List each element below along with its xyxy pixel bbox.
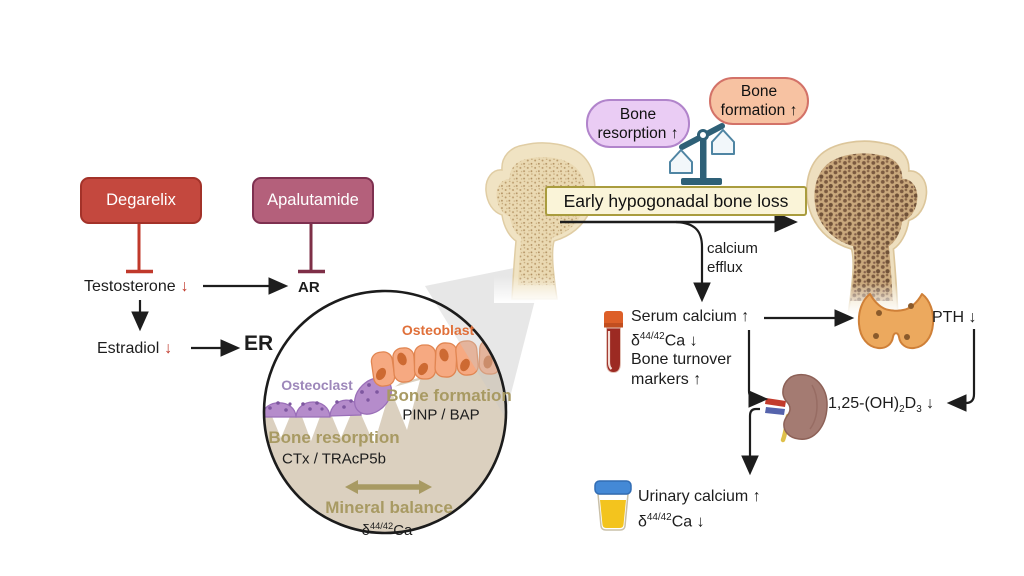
formation-markers-label: PINP / BAP bbox=[402, 406, 480, 424]
serum-isotope-line: δ44/42Ca ↓ bbox=[631, 330, 698, 349]
urinary-isotope-line: δ44/42Ca ↓ bbox=[638, 512, 705, 531]
serum-calcium-block: Serum calcium ↑ δ44/42Ca ↓ Bone turnover… bbox=[631, 307, 749, 389]
degarelix-inhibition-tbar bbox=[126, 221, 153, 274]
balance-scale-icon bbox=[669, 123, 735, 185]
mineral-balance-label: Mineral balance bbox=[325, 498, 453, 517]
left-femur-bone-icon bbox=[485, 142, 596, 303]
ar-label: AR bbox=[298, 279, 320, 296]
vitamin-d-label: 1,25-(OH)2D3 ↓ bbox=[828, 395, 935, 416]
apalutamide-label: Apalutamide bbox=[267, 191, 359, 209]
urinary-calcium-line: Urinary calcium ↑ bbox=[638, 488, 761, 505]
osteoclast-cells bbox=[264, 377, 393, 418]
estradiol-label: Estradiol↓ bbox=[97, 340, 173, 357]
apalutamide-inhibition-tbar bbox=[298, 220, 325, 274]
degarelix-label: Degarelix bbox=[106, 191, 176, 209]
degarelix-box: Degarelix bbox=[80, 177, 202, 224]
er-label: ER bbox=[244, 332, 274, 355]
resorption-markers-label: CTx / TRAcP5b bbox=[282, 450, 386, 468]
serum-calcium-line: Serum calcium ↑ bbox=[631, 308, 750, 325]
markers-line: markers ↑ bbox=[631, 370, 702, 388]
bone-resorption-bubble: Bone resorption ↑ bbox=[586, 99, 690, 148]
osteoblast-nuclei bbox=[375, 348, 493, 381]
urine-cup-icon bbox=[594, 480, 632, 531]
circle-isotope-label: δ44/42Ca bbox=[361, 521, 413, 539]
right-femur-bone-icon bbox=[805, 140, 928, 314]
kidney-icon bbox=[765, 373, 828, 443]
calcium-efflux-label: calcium efflux bbox=[707, 240, 758, 276]
osteoblast-label: Osteoblast bbox=[401, 322, 475, 338]
blood-tube-icon bbox=[604, 311, 623, 374]
bone-formation-bubble: Bone formation ↑ bbox=[709, 77, 809, 125]
bone-formation-label: Bone formation bbox=[386, 386, 512, 405]
apalutamide-box: Apalutamide bbox=[252, 177, 374, 224]
mineral-balance-arrow bbox=[345, 480, 432, 494]
thyroid-gland-icon bbox=[857, 293, 935, 350]
estradiol-down-arrow: ↓ bbox=[164, 340, 173, 357]
pth-label: PTH ↓ bbox=[932, 309, 977, 326]
testosterone-down-arrow: ↓ bbox=[180, 278, 189, 295]
bone-resorption-label: Bone resorption bbox=[268, 428, 400, 447]
flow-arrows bbox=[131, 211, 976, 476]
early-bone-loss-banner: Early hypogonadal bone loss bbox=[545, 186, 807, 216]
bone-turnover-line: Bone turnover bbox=[631, 351, 732, 369]
osteoclast-label: Osteoclast bbox=[281, 377, 353, 393]
urinary-calcium-block: Urinary calcium ↑ δ44/42Ca ↓ bbox=[638, 486, 761, 532]
testosterone-label: Testosterone↓ bbox=[84, 278, 189, 295]
osteoclast-nuclei bbox=[268, 377, 379, 412]
